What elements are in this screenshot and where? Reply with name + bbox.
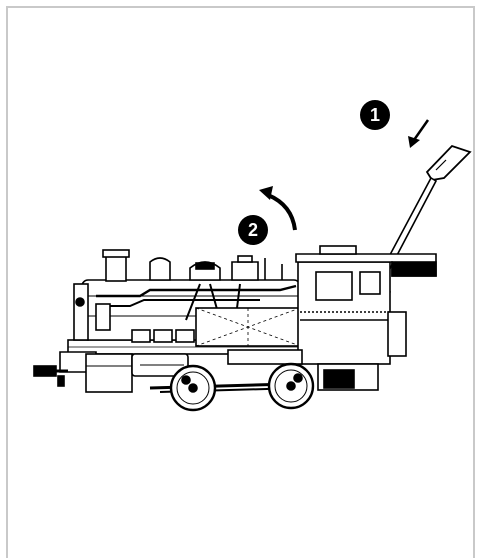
curved-arrow-icon <box>259 186 297 231</box>
arrow-down-icon <box>408 119 430 148</box>
page-frame <box>6 6 475 558</box>
wheel <box>267 362 315 410</box>
wheel <box>169 364 217 412</box>
step-1-badge: 1 <box>360 100 390 130</box>
locomotive-icon <box>33 245 437 412</box>
step-2-badge: 2 <box>238 215 268 245</box>
